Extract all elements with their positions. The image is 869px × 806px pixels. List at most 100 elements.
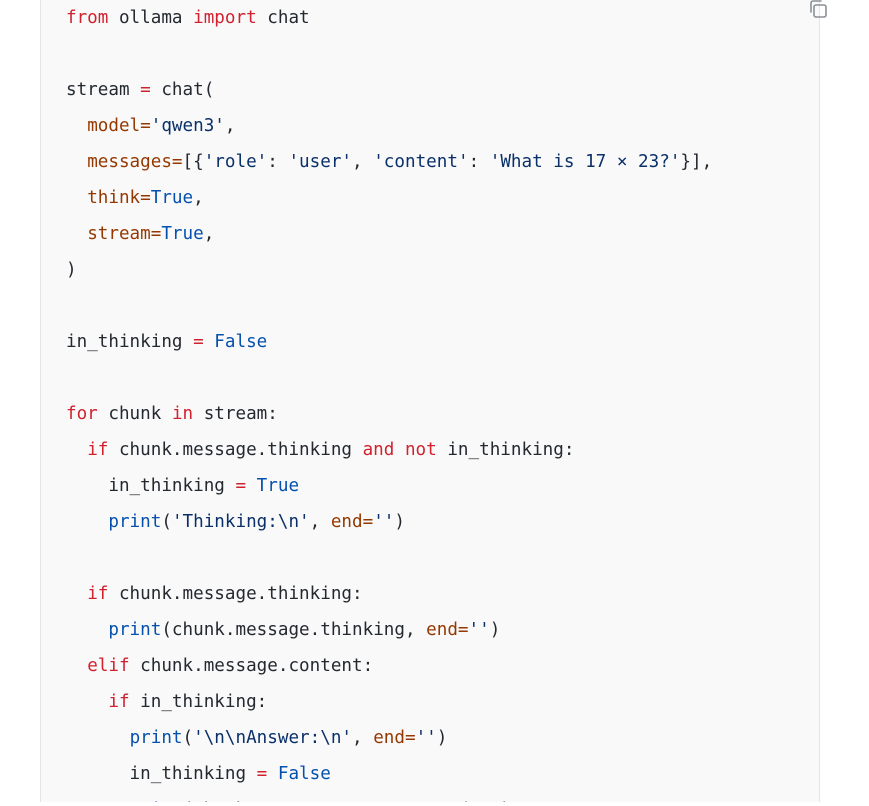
code-token: , — [309, 512, 331, 532]
code-line: in_thinking = False — [66, 756, 712, 792]
code-token: stream= — [87, 224, 162, 244]
code-line: if chunk.message.thinking: — [66, 576, 712, 612]
code-token — [66, 224, 87, 244]
code-token: = — [256, 764, 268, 784]
code-token: from — [66, 8, 109, 28]
code-line: print('\n\nAnswer:\n', end='') — [66, 720, 712, 756]
code-token: in_thinking: — [436, 440, 575, 460]
code-token: for — [66, 404, 98, 424]
code-line: from ollama import chat — [66, 0, 712, 36]
code-token: import — [193, 8, 257, 28]
code-token: end= — [330, 512, 374, 532]
code-token: and — [362, 440, 395, 460]
code-token: 'role' — [203, 152, 268, 172]
code-token: ) — [489, 620, 501, 640]
code-token: chat( — [150, 80, 215, 100]
code-token: chat — [256, 8, 310, 28]
code-token — [204, 332, 215, 352]
code-token: print — [129, 728, 183, 748]
code-token: ) — [66, 260, 77, 280]
code-token: [{ — [182, 152, 204, 172]
code-token: False — [214, 332, 268, 352]
code-token: = — [193, 332, 204, 352]
code-token — [66, 440, 87, 460]
code-line: messages=[{'role': 'user', 'content': 'W… — [66, 144, 712, 180]
code-token: 'Thinking:\n' — [171, 512, 310, 532]
code-token: chunk — [97, 404, 172, 424]
code-token: end= — [426, 620, 469, 640]
code-token: not — [404, 440, 437, 460]
code-line: stream = chat( — [66, 72, 712, 108]
code-token: '' — [468, 620, 490, 640]
code-token: stream: — [193, 404, 278, 424]
code-token — [66, 728, 130, 748]
code-token — [66, 512, 108, 532]
code-block — [40, 0, 827, 803]
code-token — [66, 116, 87, 136]
code-token: (chunk.message.thinking, — [161, 620, 427, 640]
code-line: for chunk in stream: — [66, 396, 712, 432]
code-token: = — [140, 80, 151, 100]
code-token: , — [352, 152, 374, 172]
code-token: if — [87, 440, 109, 460]
code-token — [394, 440, 405, 460]
code-token: '' — [415, 728, 437, 748]
code-token: ) — [436, 728, 448, 748]
code-token: stream — [66, 80, 141, 100]
code-token: '' — [373, 512, 395, 532]
code-token: chunk.message.thinking: — [108, 584, 363, 604]
code-line: elif chunk.message.content: — [66, 648, 712, 684]
code-token — [66, 656, 87, 676]
code-token: ollama — [108, 8, 194, 28]
code-line: stream=True, — [66, 216, 712, 252]
code-token: end= — [373, 728, 416, 748]
code-token: : — [468, 152, 490, 172]
code-token: 'content' — [373, 152, 469, 172]
code-line: if in_thinking: — [66, 684, 712, 720]
code-line: print('Thinking:\n', end='') — [66, 504, 712, 540]
code-token: True — [256, 476, 300, 496]
code-token — [246, 476, 257, 496]
code-token: , — [224, 116, 236, 136]
code-token: in_thinking — [66, 476, 236, 496]
copy-button[interactable] — [806, 0, 830, 21]
code-line: if chunk.message.thinking and not in_thi… — [66, 432, 712, 468]
code-token: '\n\nAnswer:\n' — [193, 728, 353, 748]
code-token: in — [171, 404, 194, 424]
code-token: if — [108, 692, 130, 712]
code-token: True — [161, 224, 204, 244]
code-token — [66, 152, 87, 172]
code-token: False — [277, 764, 331, 784]
code-token: chunk.message.content: — [129, 656, 374, 676]
code-line: in_thinking = True — [66, 468, 712, 504]
code-token: if — [87, 584, 109, 604]
code-token: : — [267, 152, 289, 172]
code-token: = — [235, 476, 247, 496]
code-line: ) — [66, 252, 712, 288]
viewport-edge — [0, 802, 869, 806]
code-token: print — [108, 512, 162, 532]
code-line — [66, 540, 712, 576]
code-token: think= — [87, 188, 151, 208]
code-token: 'qwen3' — [150, 116, 225, 136]
code-token: True — [150, 188, 194, 208]
code-token: ( — [182, 728, 194, 748]
code-token: 'user' — [288, 152, 353, 172]
code-line — [66, 288, 712, 324]
code-text: from ollama import chat stream = chat( m… — [66, 0, 712, 806]
code-token: }], — [680, 152, 713, 172]
code-token: in_thinking: — [129, 692, 268, 712]
code-line: model='qwen3', — [66, 108, 712, 144]
code-line — [66, 360, 712, 396]
code-token: model= — [87, 116, 151, 136]
code-token: in_thinking — [66, 764, 257, 784]
code-token: , — [203, 224, 215, 244]
code-line: think=True, — [66, 180, 712, 216]
code-token: elif — [87, 656, 130, 676]
copy-icon — [810, 0, 827, 18]
code-token: ) — [394, 512, 405, 532]
code-token: print — [108, 620, 162, 640]
code-line — [66, 36, 712, 72]
code-token — [66, 584, 87, 604]
